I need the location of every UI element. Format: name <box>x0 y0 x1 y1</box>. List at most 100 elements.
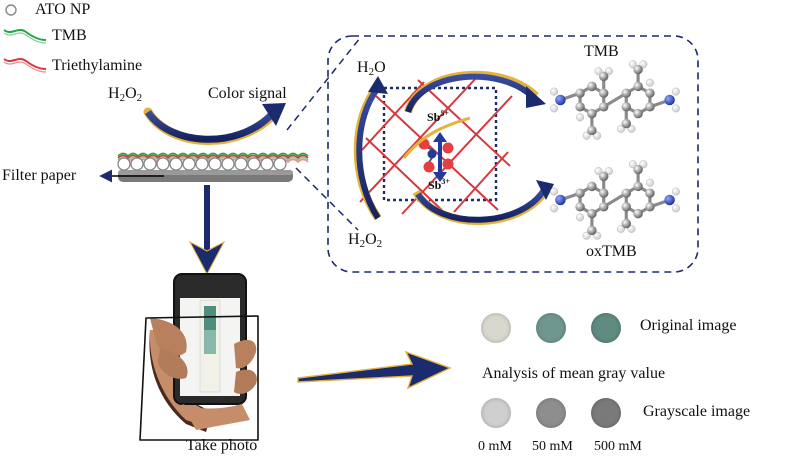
carbon-atom <box>633 181 643 192</box>
concentration-label-1: 50 mM <box>532 439 573 454</box>
carbon-atom <box>598 102 609 112</box>
strand <box>117 154 309 160</box>
hydrogen-atom <box>594 167 603 176</box>
hydrogen-atom <box>576 113 585 122</box>
carbon-atom <box>598 171 609 182</box>
ato-nanoparticle <box>208 157 222 171</box>
hydrogen-atom <box>550 204 559 213</box>
redox-arrows <box>353 70 554 225</box>
nitrogen-atom <box>664 94 675 106</box>
ato-nanoparticle <box>156 157 170 171</box>
h2o-label: H2O <box>357 59 386 78</box>
carbon-atom <box>645 88 655 98</box>
carbon-atom <box>575 202 585 212</box>
filter-paper-label: Filter paper <box>2 167 77 184</box>
grayscale-image-label: Grayscale image <box>643 403 751 420</box>
ato-nanoparticle <box>260 157 274 171</box>
hydrogen-atom <box>617 124 626 133</box>
hydrogen-atom <box>594 67 603 76</box>
filter-paper-stack <box>118 170 293 182</box>
hydrogen-atom <box>627 124 636 133</box>
analysis-label: Analysis of mean gray value <box>482 365 666 382</box>
zoom-line-top <box>286 37 361 131</box>
swatch-2 <box>591 313 621 343</box>
nitrogen-atom <box>555 194 566 206</box>
hydrogen-atom <box>604 167 613 176</box>
hydrogen-atom <box>671 104 680 113</box>
carbon-atom <box>645 188 655 198</box>
carbon-atom <box>633 108 643 119</box>
carbon-atom <box>621 88 632 98</box>
carbon-atom <box>587 208 597 219</box>
sb3-label: Sb3+ <box>428 177 450 192</box>
nanoparticle-row <box>117 157 287 171</box>
carbon-atom <box>633 81 643 92</box>
nitrogen-atom <box>555 94 566 106</box>
carbon-atom <box>598 202 609 212</box>
hydrogen-atom <box>628 60 637 69</box>
carbon-atom <box>598 88 609 98</box>
carbon-atom <box>575 88 585 98</box>
swatch-1 <box>536 313 566 343</box>
hydrogen-atom <box>604 67 613 76</box>
ato-nanoparticle <box>195 157 209 171</box>
ato-nanoparticle <box>234 157 248 171</box>
hydrogen-atom <box>550 187 559 196</box>
legend-green-wave-icon <box>3 29 47 44</box>
hydrogen-atom <box>639 60 648 69</box>
h2o2-label: H2O2 <box>348 231 383 250</box>
carbon-atom <box>587 125 597 136</box>
carbon-atom <box>621 202 632 212</box>
concentration-label-2: 500 mM <box>594 439 642 454</box>
hydrogen-atom <box>593 131 602 140</box>
color-signal-label: Color signal <box>208 85 287 102</box>
hydrogen-atom <box>550 87 559 96</box>
concentration-label-0: 0 mM <box>478 439 512 454</box>
ato-nanoparticle <box>117 157 131 171</box>
sb5-label: Sb5+ <box>427 109 449 124</box>
original-image-label: Original image <box>640 317 737 334</box>
nitrogen-atom <box>664 194 675 206</box>
carbon-atom <box>598 71 609 82</box>
carbon-atom <box>587 108 597 119</box>
down-arrow <box>188 185 226 276</box>
carbon-atom <box>633 64 643 75</box>
hydrogen-atom <box>639 160 648 169</box>
hydrogen-atom <box>645 78 654 87</box>
carbon-atom <box>633 164 643 175</box>
legend-circle-icon <box>5 4 17 16</box>
legend-red-wave-icon <box>3 58 47 73</box>
hydrogen-atom <box>617 224 626 233</box>
carbon-atom <box>621 188 632 198</box>
carbon-atom <box>587 181 597 192</box>
hydrogen-atom <box>671 204 680 213</box>
phone-in-hand <box>139 273 259 441</box>
carbon-atom <box>587 225 597 236</box>
hydrogen-atom <box>645 178 654 187</box>
carbon-atom <box>633 208 643 219</box>
zoom-line-bottom <box>295 167 359 231</box>
hydrogen-atom <box>576 213 585 222</box>
legend-label-ato: ATO NP <box>35 1 91 18</box>
take-photo-label: Take photo <box>186 437 258 454</box>
legend-label-triethylamine: Triethylamine <box>52 57 143 74</box>
lattice <box>359 75 513 217</box>
ato-nanoparticle <box>221 157 235 171</box>
analysis-arrow <box>297 350 452 390</box>
carbon-atom <box>598 188 609 198</box>
swatch-1 <box>536 398 566 428</box>
carbon-atom <box>645 202 655 212</box>
ato-nanoparticle <box>143 157 157 171</box>
hydrogen-atom <box>628 160 637 169</box>
carbon-atom <box>575 102 585 112</box>
tmb-molecule <box>550 60 680 140</box>
carbon-atom <box>621 102 632 112</box>
carbon-atom <box>587 81 597 92</box>
hydrogen-atom <box>671 187 680 196</box>
carbon-atom <box>645 102 655 112</box>
tmb-label: TMB <box>584 43 619 60</box>
hydrogen-atom <box>582 231 591 240</box>
oxtmb-label: oxTMB <box>586 243 637 260</box>
